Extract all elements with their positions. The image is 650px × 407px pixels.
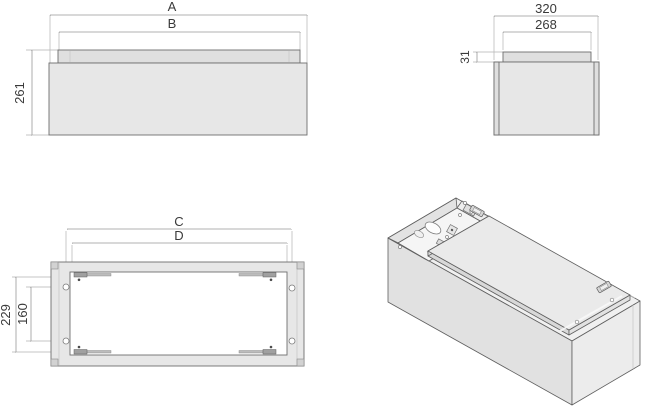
dim-label-268: 268: [535, 17, 557, 32]
corner-block: [296, 358, 305, 367]
rim-screw: [609, 297, 615, 303]
front-body-panel: [48, 62, 308, 136]
mounting-hole: [62, 283, 70, 291]
rim-clip-back: [469, 204, 485, 218]
screw-head: [458, 213, 462, 217]
dim-label-160: 160: [15, 303, 30, 325]
front-lid-strip: [57, 49, 301, 64]
dim-label-B: B: [168, 16, 177, 31]
cable-gland-hole: [424, 221, 442, 235]
mounting-bracket-bottom-left: [73, 345, 112, 355]
side-view: 320 268 31: [458, 1, 600, 136]
side-body-panel: [493, 61, 600, 136]
dim-label-D: D: [174, 228, 183, 243]
side-back-panel-edge: [593, 61, 600, 136]
isometric-view: [387, 197, 641, 406]
mounting-bracket-bottom-right: [238, 345, 277, 355]
side-front-panel-edge: [493, 61, 500, 136]
corner-block: [296, 261, 305, 270]
dim-label-A: A: [168, 0, 177, 14]
corner-block: [50, 358, 59, 367]
dim-label-C: C: [174, 214, 183, 229]
rim-screw: [574, 319, 580, 325]
rim-clip-end: [596, 280, 612, 294]
mounting-hole: [288, 284, 296, 292]
mounting-bracket-top-left: [73, 272, 112, 282]
rim-screw: [398, 245, 402, 249]
iso-end-face: [571, 300, 641, 406]
corner-block: [50, 261, 59, 270]
iso-cover-top: [427, 215, 631, 331]
dim-label-320: 320: [535, 1, 557, 16]
mounting-bracket-top-right: [238, 272, 277, 282]
rim-screw: [463, 201, 467, 205]
dim-label-229: 229: [0, 304, 13, 326]
cable-gland-hole-small: [414, 230, 424, 238]
plan-frame-opening: [69, 271, 288, 356]
mounting-hole: [288, 337, 296, 345]
dim-label-31: 31: [458, 50, 472, 64]
terminal-block: [446, 224, 458, 236]
plan-view: C D 229 160: [0, 214, 305, 367]
screw-head: [445, 235, 449, 239]
mounting-hole: [62, 337, 70, 345]
side-lid-strip: [502, 51, 592, 63]
front-view: A B 261: [12, 0, 307, 135]
dim-label-261: 261: [12, 82, 27, 104]
